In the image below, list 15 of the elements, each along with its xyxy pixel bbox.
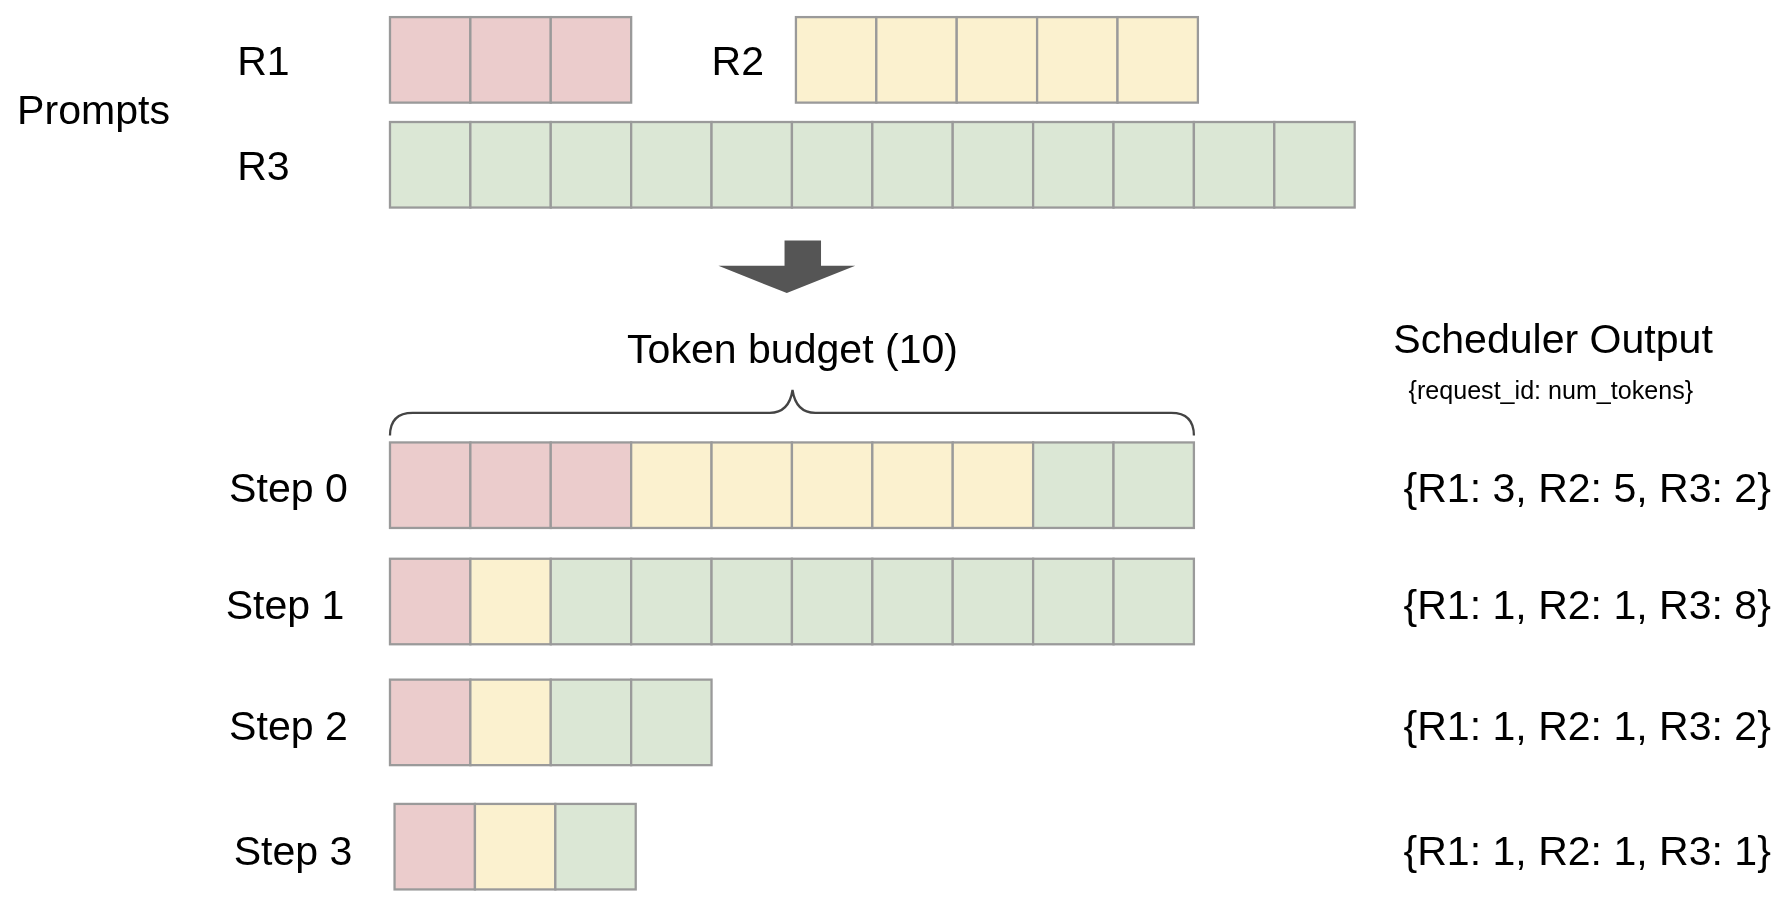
scheduler-output: {R1: 1, R2: 1, R3: 8} (1403, 585, 1771, 627)
output-heading: Scheduler Output (1393, 319, 1713, 361)
row-label: R3 (237, 145, 290, 187)
step-label: Step 1 (225, 585, 345, 627)
scheduler-output: {R1: 3, R2: 5, R3: 2} (1403, 467, 1771, 509)
scheduler-output: {R1: 1, R2: 1, R3: 2} (1403, 705, 1771, 747)
step-label: Step 0 (229, 467, 348, 509)
output-format-note: {request_id: num_tokens} (1408, 378, 1694, 404)
scheduler-output: {R1: 1, R2: 1, R3: 1} (1403, 831, 1771, 873)
row-label: R1 (237, 41, 290, 83)
budget-label: Token budget (10) (627, 328, 958, 370)
step-label: Step 3 (233, 831, 353, 873)
row-label: R2 (711, 41, 765, 83)
step-label: Step 2 (229, 705, 348, 747)
group-label: Prompts (17, 90, 170, 132)
